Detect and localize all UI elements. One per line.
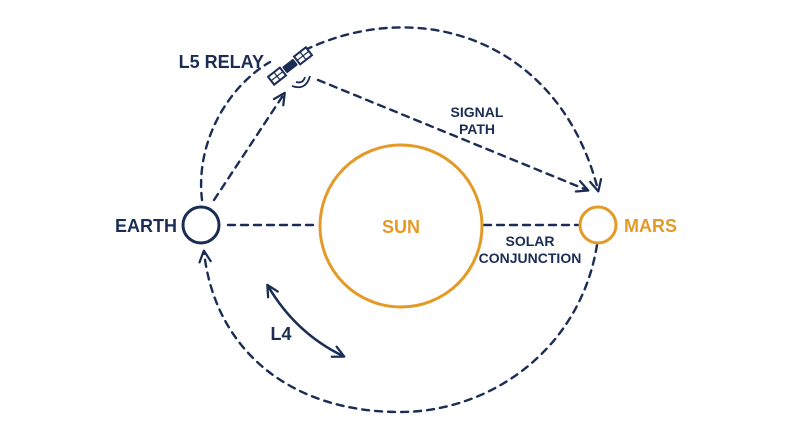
l4-label: L4	[270, 324, 291, 344]
mars-label: MARS	[624, 216, 677, 236]
sun-circle	[318, 143, 484, 309]
orbit-arc-relay-to-mars	[303, 26, 603, 193]
sun-label: SUN	[382, 217, 420, 237]
orbit-arc-earth-to-relay	[199, 60, 272, 202]
l4-double-arrow	[266, 283, 346, 358]
solar-conjunction-label-line2: CONJUNCTION	[479, 250, 582, 266]
signal-earth-to-relay	[212, 91, 286, 202]
relay-signal-waves	[291, 75, 311, 89]
satellite-icon	[266, 45, 314, 87]
relay-label: L5 RELAY	[179, 52, 264, 72]
signal-path-label-line2: PATH	[459, 121, 495, 137]
orbit-arc-mars-to-earth	[198, 243, 599, 414]
mars-circle	[578, 205, 618, 245]
solar-conjunction-label-line1: SOLAR	[506, 233, 555, 249]
signal-relay-to-mars	[316, 78, 590, 193]
earth-circle	[181, 205, 221, 245]
signal-path-label-line1: SIGNAL	[451, 104, 504, 120]
earth-label: EARTH	[115, 216, 177, 236]
